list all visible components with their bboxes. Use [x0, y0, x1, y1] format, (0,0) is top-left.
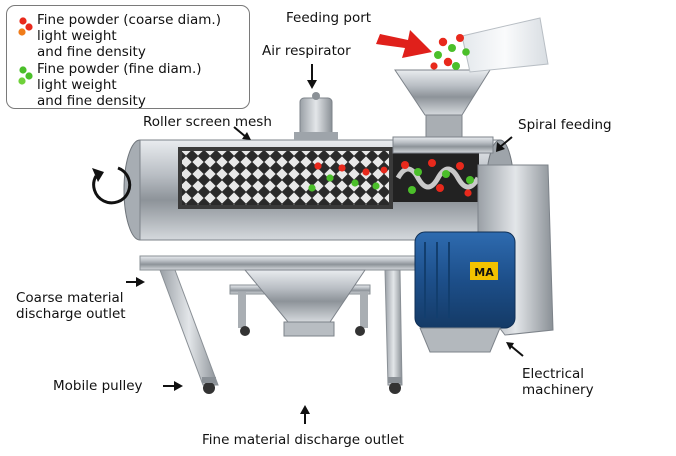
legend-coarse-line-3: and fine density [37, 44, 146, 60]
legend-fine-line-3: and fine density [37, 93, 146, 109]
feeding-hopper [392, 69, 494, 154]
feed-particles [430, 34, 470, 70]
coarse-dot-1 [19, 17, 27, 25]
label-coarse-outlet-line-2: discharge outlet [16, 306, 126, 322]
label-electrical-line-2: machinery [522, 382, 594, 398]
legend-fine-line-1: Fine powder (fine diam.) [37, 61, 202, 77]
roller-mesh-arrow [233, 126, 247, 138]
mobile-pulley-arrow-head [174, 381, 183, 391]
fine-particles-icon [18, 66, 33, 85]
air-respirator-arrow-head [307, 80, 317, 89]
coarse-particles-icon [18, 17, 33, 36]
callout-arrows [126, 64, 524, 424]
legend-box: Fine powder (coarse diam.) light weight … [6, 5, 250, 109]
motor-badge: MA [474, 266, 494, 279]
fine-dot-3 [18, 77, 26, 85]
electrical-arrow-head [506, 342, 514, 350]
label-roller-screen-mesh: Roller screen mesh [143, 114, 272, 130]
screen-particles [308, 162, 388, 192]
roller-screen [182, 151, 389, 205]
main-drum [123, 139, 515, 241]
fine-outlet-pipe [283, 321, 335, 337]
label-electrical-machinery: Electrical machinery [522, 366, 594, 398]
coarse-dot-2 [25, 23, 33, 31]
roller-mesh-arrow-head [242, 132, 251, 140]
coarse-dot-3 [18, 28, 26, 36]
spiral-particles [401, 159, 474, 197]
legend-fine-line-2: light weight [37, 77, 117, 93]
label-mobile-pulley: Mobile pulley [53, 378, 143, 394]
fine-hopper [243, 269, 366, 323]
fine-outlet-arrow-head [300, 405, 310, 414]
label-coarse-outlet-line-1: Coarse material [16, 290, 124, 306]
spiral-feeding-arrow-head [496, 142, 505, 152]
electrical-arrow [510, 345, 524, 357]
label-electrical-line-1: Electrical [522, 366, 585, 382]
coarse-outlet-arrow-head [136, 277, 145, 287]
fine-dot-2 [25, 72, 33, 80]
label-air-respirator: Air respirator [262, 43, 351, 59]
label-coarse-outlet: Coarse material discharge outlet [16, 290, 126, 322]
electric-motor: MA [414, 231, 516, 353]
rotation-arrow-icon [92, 166, 132, 205]
label-spiral-feeding: Spiral feeding [518, 117, 612, 133]
label-feeding-port: Feeding port [286, 10, 372, 26]
legend-coarse-line-2: light weight [37, 28, 117, 44]
air-respirator-unit [294, 92, 338, 140]
spiral-feeding-arrow [499, 136, 513, 148]
feed-bag [461, 17, 549, 73]
fine-dot-1 [19, 66, 27, 74]
casters [202, 326, 402, 394]
legend-coarse-line-1: Fine powder (coarse diam.) [37, 12, 221, 28]
label-fine-outlet: Fine material discharge outlet [202, 432, 404, 448]
feeding-port-arrow [376, 30, 432, 58]
